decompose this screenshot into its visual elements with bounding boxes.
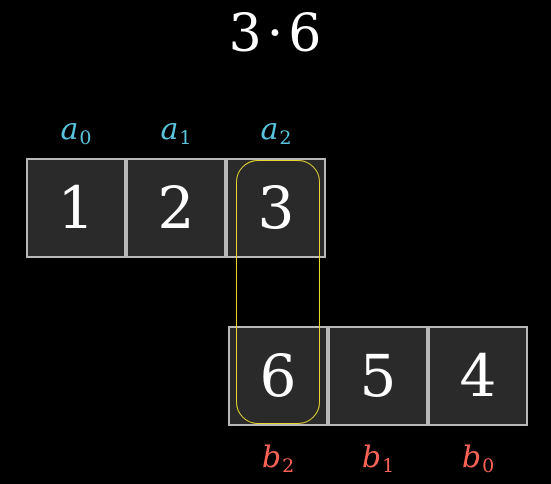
- a-label-var: a: [160, 112, 179, 147]
- title-operator: ·: [266, 4, 285, 64]
- a-label-var: a: [60, 112, 79, 147]
- b-label-index: 1: [382, 455, 395, 477]
- a-label-var: a: [260, 112, 279, 147]
- b-label-0: b0: [428, 440, 528, 484]
- b-cell-1: 5: [328, 326, 428, 426]
- a-cell-1: 2: [126, 158, 226, 258]
- a-label-index: 2: [279, 127, 292, 149]
- b-label-2: b2: [228, 440, 328, 484]
- b-label-var: b: [261, 440, 282, 475]
- b-cell-0: 4: [428, 326, 528, 426]
- a-label-index: 1: [179, 127, 192, 149]
- b-cell-2: 6: [228, 326, 328, 426]
- a-cell-0: 1: [26, 158, 126, 258]
- product-title: 3·6: [0, 2, 551, 66]
- title-left-factor: 3: [228, 4, 263, 64]
- b-label-1: b1: [328, 440, 428, 484]
- a-label-1: a1: [126, 112, 226, 156]
- title-right-factor: 6: [288, 4, 323, 64]
- b-label-index: 2: [282, 455, 295, 477]
- a-label-0: a0: [26, 112, 126, 156]
- b-label-var: b: [361, 440, 382, 475]
- b-label-index: 0: [482, 455, 495, 477]
- a-cell-2: 3: [226, 158, 326, 258]
- b-label-var: b: [461, 440, 482, 475]
- a-label-2: a2: [226, 112, 326, 156]
- a-label-index: 0: [79, 127, 92, 149]
